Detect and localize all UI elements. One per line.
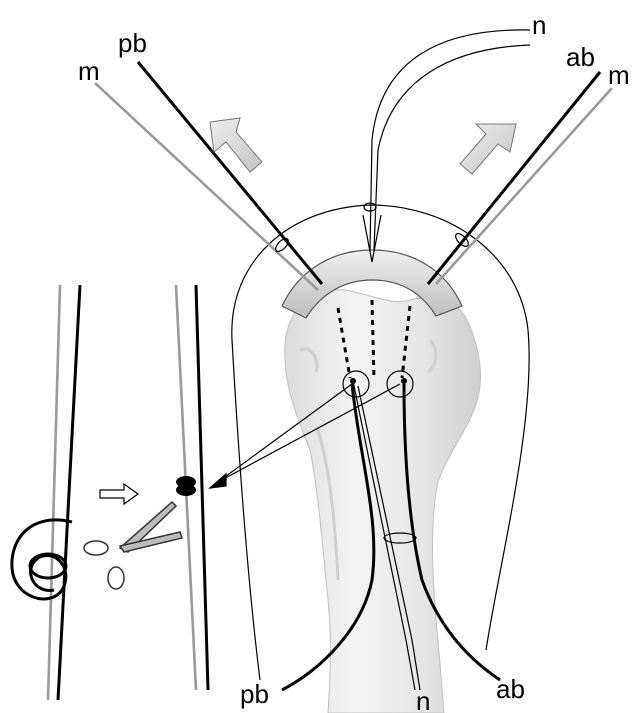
pull-arrow-right bbox=[460, 124, 516, 174]
suture-ab-upper bbox=[428, 72, 600, 284]
label-pb-top: pb bbox=[118, 28, 147, 58]
inset-arrow bbox=[100, 484, 138, 504]
label-m-right: m bbox=[608, 60, 630, 90]
label-pb-bottom: pb bbox=[240, 679, 269, 709]
pull-arrow-left bbox=[210, 118, 262, 172]
label-n-top: n bbox=[532, 10, 546, 40]
label-n-bottom: n bbox=[416, 686, 430, 713]
label-ab-top: ab bbox=[566, 42, 595, 72]
suture-pb-upper bbox=[138, 62, 322, 284]
scissors-icon bbox=[84, 502, 182, 589]
label-ab-bottom: ab bbox=[496, 674, 525, 704]
knot bbox=[176, 476, 196, 496]
label-m-left: m bbox=[78, 56, 100, 86]
